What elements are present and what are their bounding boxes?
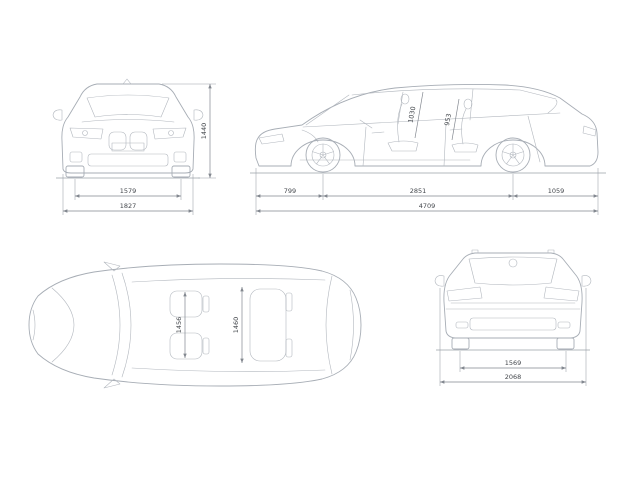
roof-rail-left	[131, 278, 326, 283]
c-pillar	[469, 88, 474, 121]
side-dimension-rear-interior-height: 953	[443, 98, 460, 141]
mirror-right	[193, 109, 204, 121]
front-dimension-width: 1827	[62, 174, 194, 215]
side-intake-left	[69, 151, 83, 163]
hatch-cut	[527, 115, 541, 163]
rear-light	[582, 125, 597, 137]
front-windshield	[86, 94, 170, 118]
rear-dimension-track: 1569	[459, 351, 567, 372]
side-dimension-length: 4709	[256, 202, 598, 213]
quarter-window	[547, 99, 558, 114]
front-seat	[387, 93, 419, 152]
side-dimension-rear-overhang: 1059	[513, 168, 599, 215]
dim-rear-width-label: 2068	[505, 373, 522, 381]
roof-inner-line	[351, 88, 557, 100]
front-body-outline	[61, 83, 195, 174]
rear-body-outline	[443, 252, 583, 339]
taillight-left	[446, 286, 483, 302]
side-body-outline	[254, 83, 599, 167]
roof-antenna	[122, 78, 132, 85]
side-dimension-front-overhang: 799	[255, 168, 324, 215]
front-wheel-left	[65, 165, 85, 178]
top-front-seat-left	[169, 290, 210, 318]
side-dimension-front-interior-height: 1030	[407, 91, 424, 139]
top-front-seat-right	[169, 332, 210, 360]
dim-rear-overhang-label: 1059	[548, 187, 565, 195]
top-mirror-right	[103, 378, 121, 389]
dim-front-width-label: 1827	[120, 202, 137, 210]
roof-rail-right	[131, 367, 326, 372]
front-view: 1579 1827 1440	[52, 78, 216, 215]
dim-rear-interior-width-label: 1460	[232, 317, 240, 334]
nose-line	[32, 309, 36, 341]
top-dimension-front-interior-width: 1456	[175, 292, 187, 358]
dim-wheelbase-label: 2851	[410, 187, 427, 195]
rear-mirror-right	[581, 275, 592, 287]
side-rear-wheel	[495, 137, 531, 173]
dim-rear-track-label: 1569	[505, 359, 522, 367]
front-dimension-track: 1579	[74, 179, 182, 200]
side-dimension-wheelbase: 2851	[323, 174, 514, 200]
rear-window	[468, 256, 558, 286]
diffuser	[469, 317, 557, 331]
rear-mirror-left	[434, 275, 445, 287]
front-wheel-right	[171, 165, 191, 178]
rear-wheel-left	[451, 337, 470, 350]
dim-front-track-label: 1579	[120, 187, 137, 195]
cowl-arc	[111, 274, 121, 376]
side-headlight	[258, 133, 285, 145]
door-handle-front	[371, 131, 385, 134]
taillight-right	[543, 286, 580, 302]
dim-front-interior-width-label: 1456	[175, 317, 183, 334]
top-mirror-left	[103, 261, 121, 272]
license-plate	[111, 142, 145, 152]
rear-seat	[451, 98, 479, 153]
windshield-line	[305, 94, 350, 126]
side-intake-right	[173, 151, 187, 163]
beltline	[302, 112, 561, 128]
rear-view: 1569 2068	[434, 249, 592, 386]
headlight-right	[152, 127, 187, 140]
hood-crease	[51, 287, 75, 363]
dim-front-interior-height-label: 1030	[407, 106, 418, 124]
top-dimension-rear-interior-width: 1460	[232, 287, 244, 363]
dim-length-label: 4709	[419, 202, 436, 210]
dim-front-height-label: 1440	[200, 123, 208, 140]
roundel-badge	[508, 258, 518, 268]
rear-window-arc	[325, 275, 333, 375]
rear-door-cut	[443, 123, 447, 167]
hood-line	[81, 119, 175, 123]
top-body-outline	[28, 263, 362, 387]
exhaust-left	[455, 321, 469, 329]
top-view: 1456 1460	[28, 261, 362, 389]
front-dimension-height: 1440	[162, 83, 216, 179]
windshield-arc	[121, 272, 132, 378]
door-handle-rear	[449, 128, 463, 131]
rear-dimension-width-mirrors: 2068	[439, 288, 587, 386]
rear-wheel-right	[556, 337, 575, 350]
lower-intake	[87, 153, 169, 167]
dashboard-line	[301, 129, 319, 143]
top-rear-bench	[249, 288, 293, 362]
roof-rail-bump-left	[471, 249, 479, 254]
side-front-wheel	[305, 137, 341, 173]
roof-rail-bump-right	[547, 249, 555, 254]
steering-wheel	[359, 119, 373, 129]
dim-rear-interior-height-label: 953	[443, 113, 453, 127]
front-door-cut	[362, 126, 367, 167]
dim-front-overhang-label: 799	[284, 187, 296, 195]
kidney-grille	[108, 131, 148, 151]
headlight-left	[69, 127, 104, 140]
tailgate-arc	[349, 289, 354, 361]
exhaust-right	[557, 321, 571, 329]
side-view: 799 2851 1059 4709 1030 953	[250, 83, 606, 215]
mirror-left	[52, 109, 63, 121]
